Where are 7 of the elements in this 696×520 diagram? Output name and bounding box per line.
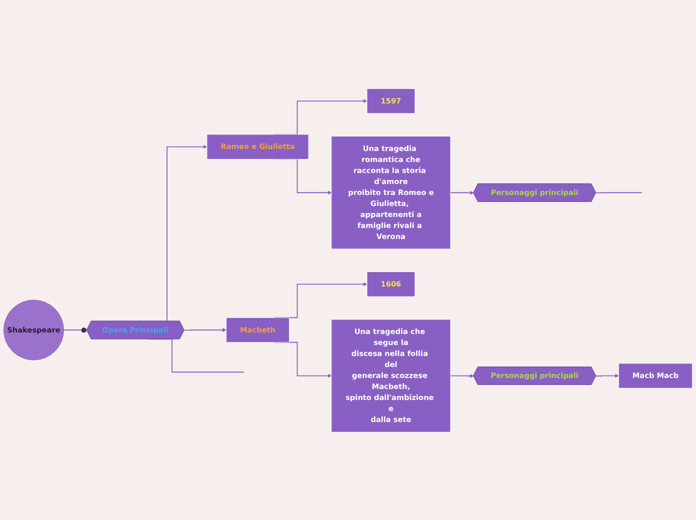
arrow (450, 374, 474, 378)
arrow (450, 190, 474, 194)
connector (596, 192, 642, 193)
arrow (596, 373, 619, 378)
connector (63, 327, 88, 333)
arrow (274, 342, 332, 378)
arrow (184, 328, 226, 332)
